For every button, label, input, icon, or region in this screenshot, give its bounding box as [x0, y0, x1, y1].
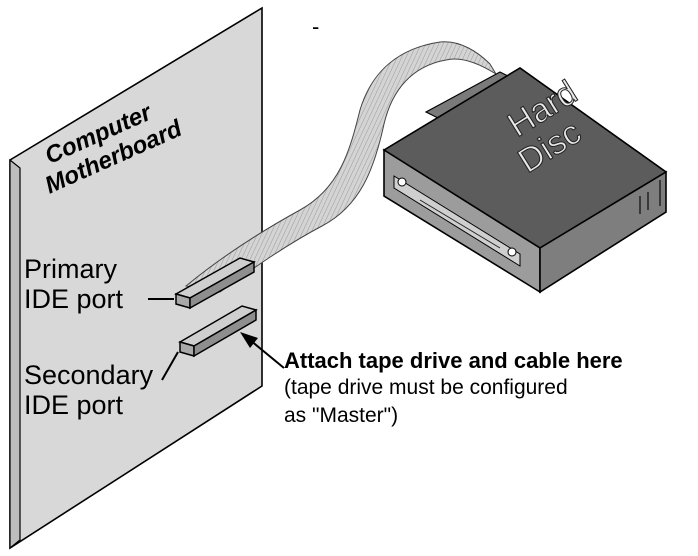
primary-port-label-line1: Primary [24, 254, 117, 284]
stray-mark: - [312, 14, 320, 39]
callout-heading: Attach tape drive and cable here [284, 348, 623, 373]
primary-port-label-line2: IDE port [24, 284, 124, 314]
primary-port-label: Primary IDE port [24, 254, 123, 314]
primary-ide-connector [174, 257, 256, 310]
secondary-ide-connector [178, 305, 258, 358]
secondary-port-label: Secondary IDE port [24, 360, 153, 420]
callout-text: Attach tape drive and cable here (tape d… [284, 348, 623, 430]
secondary-port-label-line2: IDE port [24, 390, 124, 420]
hard-disc-drive [382, 67, 668, 294]
secondary-port-label-line1: Secondary [24, 360, 154, 390]
motherboard-board [9, 6, 263, 550]
callout-note-line1: (tape drive must be configured [284, 376, 568, 399]
callout-note-line2: as "Master") [284, 404, 399, 427]
secondary-port-leader [161, 351, 179, 381]
callout-arrow [240, 332, 285, 369]
